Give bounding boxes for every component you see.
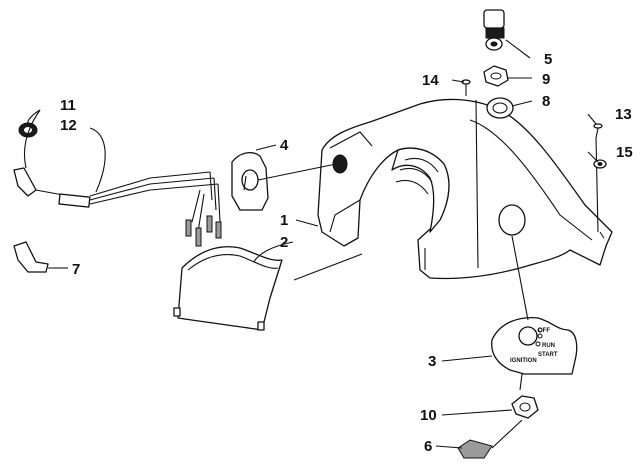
callout-4: 4 — [280, 137, 289, 154]
callout-6: 6 — [424, 438, 432, 455]
ignition-nut-part — [511, 395, 539, 419]
callout-8: 8 — [542, 93, 550, 110]
grommet-part — [593, 159, 607, 169]
hood-console-part — [317, 98, 613, 280]
callout-labels: 1 2 3 4 5 6 7 8 9 10 11 12 13 14 15 — [60, 51, 633, 455]
label-off: OFF — [538, 328, 550, 334]
callout-12: 12 — [60, 117, 77, 134]
screw-right-part — [593, 123, 603, 233]
ignition-switch-part — [483, 9, 505, 51]
callout-1: 1 — [280, 212, 288, 229]
callout-9: 9 — [542, 71, 550, 88]
ignition-plate-part: OFF RUN START IGNITION — [491, 235, 578, 391]
callout-2: 2 — [280, 234, 288, 251]
nut-part — [483, 65, 509, 87]
label-run: RUN — [542, 343, 555, 349]
leader-lines — [23, 39, 599, 449]
lock-washer-part — [486, 97, 514, 119]
wiring-harness-part — [13, 122, 222, 247]
key-part — [457, 419, 523, 459]
lower-cover-part — [173, 246, 363, 331]
callout-3: 3 — [428, 353, 436, 370]
callout-11: 11 — [60, 97, 76, 114]
callout-14: 14 — [422, 72, 439, 89]
label-start: START — [538, 352, 558, 358]
side-plate-part — [231, 151, 337, 211]
label-ignition: IGNITION — [510, 358, 537, 364]
callout-15: 15 — [616, 144, 633, 161]
callout-7: 7 — [72, 261, 80, 278]
callout-5: 5 — [544, 51, 552, 68]
callout-10: 10 — [420, 407, 437, 424]
callout-13: 13 — [615, 106, 632, 123]
